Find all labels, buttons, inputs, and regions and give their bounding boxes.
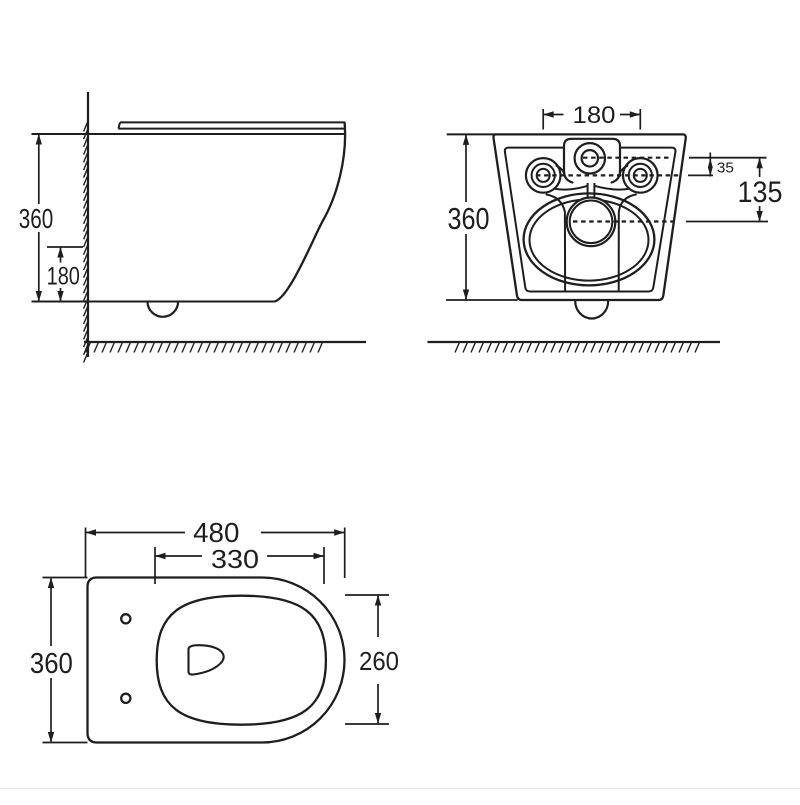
svg-text:35: 35: [717, 160, 734, 177]
svg-text:180: 180: [47, 262, 80, 290]
svg-text:480: 480: [193, 517, 239, 548]
svg-text:360: 360: [19, 203, 54, 234]
svg-text:360: 360: [30, 648, 73, 680]
svg-text:180: 180: [573, 102, 616, 129]
svg-text:330: 330: [211, 544, 259, 574]
svg-text:260: 260: [359, 646, 399, 676]
svg-text:360: 360: [448, 201, 490, 236]
svg-text:135: 135: [738, 176, 783, 209]
